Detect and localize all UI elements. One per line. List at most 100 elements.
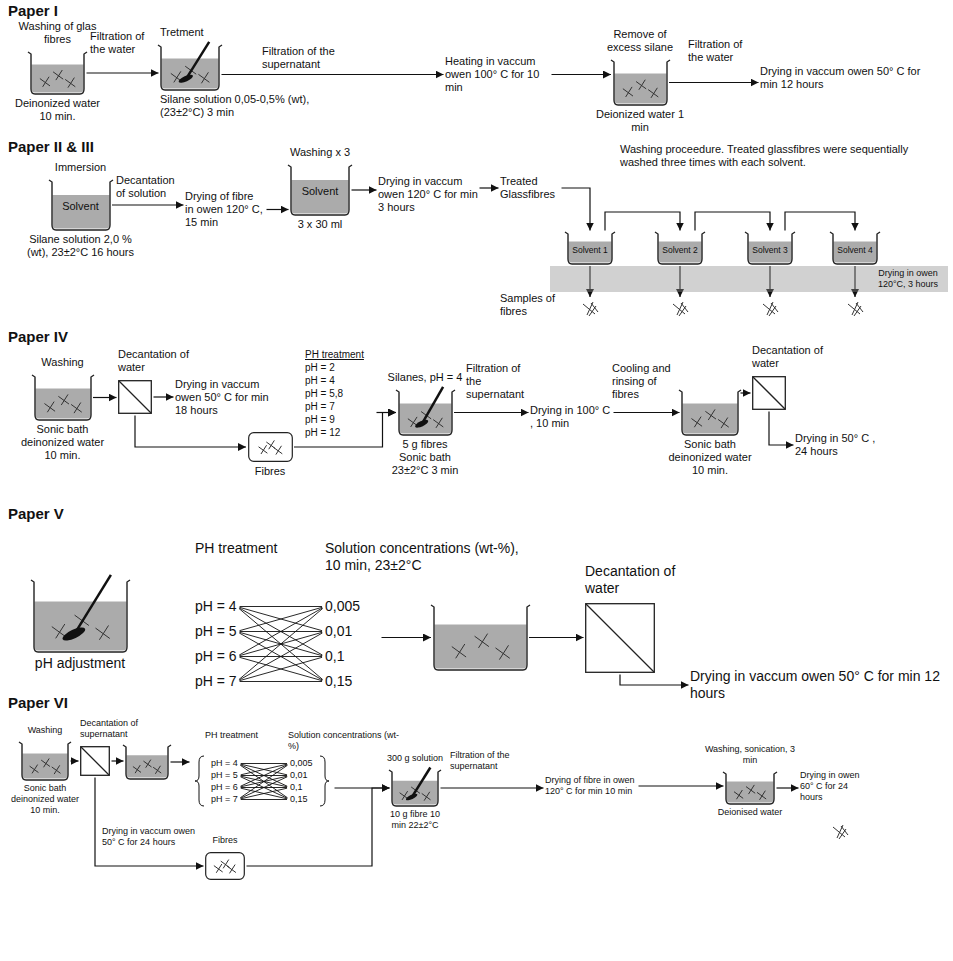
shape-holder	[33, 580, 128, 652]
section-heading: Paper I	[8, 2, 208, 20]
edge-label: Drying in vaccum owen 50° C for 24 hours	[102, 826, 202, 848]
node-text: pH = 4	[305, 374, 335, 387]
step-text: 0,005	[290, 758, 313, 769]
connector	[135, 416, 246, 448]
connector	[240, 765, 287, 798]
edge-label: Filtration of the supernatant	[466, 362, 528, 401]
connector	[222, 74, 444, 75]
connector	[241, 765, 288, 786]
node-text: 0,005	[290, 758, 313, 769]
shape-holder	[21, 742, 69, 780]
beaker-step: Washing x 3Solvent3 x 30 ml	[270, 146, 370, 231]
node-text: Deionized water 1 min	[595, 108, 685, 134]
beaker-step	[430, 599, 530, 673]
fibre-strokes	[51, 613, 109, 640]
step-text: Drying in 50° C , 24 hours	[795, 432, 885, 458]
left-brace	[195, 756, 204, 806]
node-text: Drying in owen 60° C for 24 hours	[800, 770, 870, 803]
shape-drawing	[33, 580, 128, 652]
note-text: Samples of fibres	[500, 292, 562, 318]
shape-holder: Solvent 2	[657, 232, 703, 264]
node-text: Fibres	[212, 835, 237, 846]
step-text: Solution concentrations (wt-%), 10 min, …	[325, 540, 535, 574]
shape-drawing	[613, 60, 668, 105]
node-text: Decantation of supernatant	[80, 718, 144, 740]
shape-drawing	[433, 605, 528, 670]
step-text: PH treatmentpH = 4pH = 5pH = 6pH = 7	[205, 730, 269, 741]
fibre-sample	[583, 302, 598, 316]
shape-drawing	[398, 390, 453, 435]
connector	[441, 787, 544, 788]
shape-drawing	[34, 375, 92, 420]
node-text: Washing x 3	[290, 146, 350, 159]
beaker-step: 300 g solution10 g fibre 10 min 22±2°C	[382, 753, 448, 831]
shape-drawing	[21, 742, 69, 780]
node-text: 0,15	[325, 673, 352, 690]
node-text: Heating in vaccum owen 100° C for 10 min	[445, 55, 550, 94]
connector	[785, 212, 855, 231]
connector	[377, 412, 397, 413]
beaker-outline	[389, 770, 441, 806]
shape-holder: Solvent 3	[747, 232, 793, 264]
node-text: Drying in vaccum owen 50° C for min 12 h…	[690, 668, 945, 702]
fibre-sample	[763, 302, 778, 316]
connector	[171, 761, 190, 762]
node-text: 0,005	[325, 598, 360, 615]
beaker-outline	[611, 60, 670, 105]
beaker-step: Solvent 4	[830, 226, 880, 267]
step-text: Drying in vaccum owen 50° C for min 12 h…	[760, 65, 938, 91]
node-text: Washing	[41, 356, 83, 369]
shape-holder	[248, 432, 293, 462]
node-text: Drying in owen 120°C, 3 hours	[872, 268, 944, 290]
node-text: pH = 2	[305, 361, 335, 374]
connector	[669, 82, 759, 83]
connector	[241, 788, 287, 799]
section-heading: Paper IV	[8, 328, 208, 346]
shape-holder: Solvent 1	[567, 232, 613, 264]
inside-text: Solvent 1	[567, 245, 613, 255]
step-text: 0,1	[290, 782, 303, 793]
shape-drawing	[585, 603, 655, 673]
fibre-strokes	[451, 634, 509, 660]
connector	[240, 765, 287, 798]
step-text: Treated Glassfibres	[500, 175, 560, 201]
node-text: Solution concentrations (wt-%)	[288, 730, 406, 752]
connector	[241, 799, 287, 800]
beaker-step: WashingSonic bath deinonized water 10 mi…	[10, 725, 80, 816]
node-text: pH = 7	[195, 673, 237, 690]
connector	[620, 675, 689, 686]
shape-drawing	[248, 432, 293, 462]
beaker-outline	[723, 772, 777, 804]
fibre-strokes	[622, 80, 657, 98]
node-text: pH = 5	[211, 770, 238, 781]
node-text: Deionised water	[718, 807, 783, 818]
node-text: Silanes, pH = 4	[388, 371, 463, 384]
node-text: pH = 7	[211, 794, 238, 805]
step-text: PH treatmentpH = 4pH = 5pH = 6pH = 7	[195, 540, 305, 557]
shape-holder	[433, 605, 528, 670]
decantation-square	[586, 604, 655, 673]
shape-holder	[34, 375, 92, 420]
node-text: Drying in 100° C , 10 min	[530, 404, 612, 430]
connector	[382, 637, 432, 638]
beaker-outline	[679, 390, 741, 435]
shape-holder	[80, 746, 110, 776]
stirrer-blade	[178, 73, 194, 84]
decantation-square	[119, 381, 152, 414]
connector	[112, 204, 184, 205]
node-text: Drying of fibre in owen 120° C for min 1…	[545, 775, 637, 797]
step-text: pH = 5	[195, 623, 237, 640]
node-text: Deinonized water 10 min.	[15, 97, 100, 123]
node-text: pH = 5	[195, 623, 237, 640]
fibre-sample	[833, 825, 848, 839]
step-text: Drying in owen 60° C for 24 hours	[800, 770, 870, 803]
fibre-sample	[673, 302, 688, 316]
beaker-step: Washing of glas fibresDeinonized water 1…	[15, 20, 100, 123]
decantation-diagonal	[586, 604, 654, 672]
edge-label: Filtration of the supernatant	[450, 750, 514, 772]
step-text: pH = 4	[211, 758, 238, 769]
connector	[529, 637, 584, 638]
beaker-step	[122, 739, 172, 782]
connector	[605, 212, 680, 231]
